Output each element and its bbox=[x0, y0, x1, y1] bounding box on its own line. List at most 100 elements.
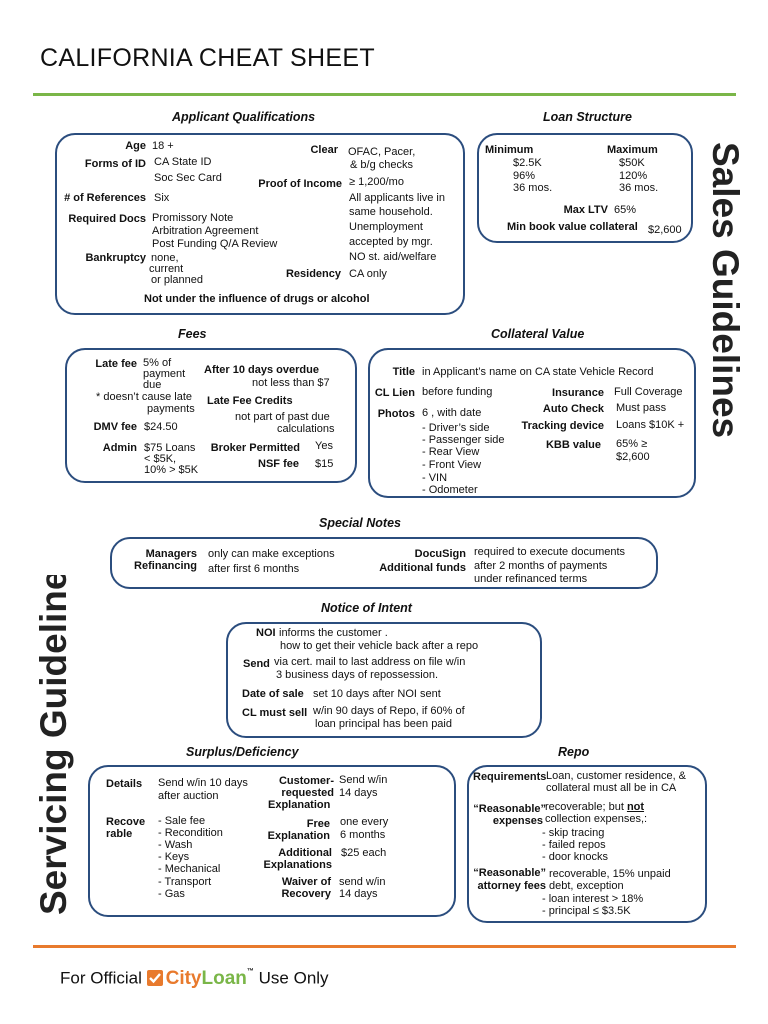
photos-item: - Passenger side bbox=[422, 434, 505, 446]
recoverable-item: - Mechanical bbox=[158, 863, 221, 875]
photos-item: - Driver’s side bbox=[422, 422, 490, 434]
insurance-label: Insurance bbox=[552, 387, 604, 399]
min-label: Minimum bbox=[485, 144, 534, 156]
page-title: CALIFORNIA CHEAT SHEET bbox=[40, 44, 375, 72]
servicing-guidelines-svg: Servicing Guidelines bbox=[33, 549, 74, 915]
clear-label: Clear bbox=[310, 144, 338, 156]
reasonable-attorney-label-1: “Reasonable” bbox=[473, 867, 546, 879]
additional-explanations-value: $25 each bbox=[341, 847, 387, 859]
forms-id-value-2: Soc Sec Card bbox=[154, 172, 222, 184]
reasonable-expenses-1: recoverable; but not bbox=[545, 801, 644, 813]
brand-tm: ™ bbox=[246, 968, 254, 975]
waiver-label-1: Waiver of bbox=[281, 876, 331, 888]
details-2: after auction bbox=[158, 790, 219, 802]
cl-lien-value: before funding bbox=[422, 386, 493, 398]
sales-guidelines-text: Sales Guidelines bbox=[705, 142, 745, 438]
kbb-1: 65% ≥ bbox=[616, 438, 648, 450]
date-of-sale-label: Date of sale bbox=[242, 688, 304, 700]
after-10-days-value: not less than $7 bbox=[252, 377, 330, 389]
min-1: $2.5K bbox=[513, 157, 542, 169]
special-box bbox=[110, 537, 658, 589]
additional-explanations-label-1: Additional bbox=[278, 847, 332, 859]
free-explanation-1: one every bbox=[340, 816, 389, 828]
book-label: Min book value collateral bbox=[507, 221, 638, 233]
brand-city: City bbox=[165, 968, 202, 989]
late-fee-1: 5% of bbox=[143, 357, 172, 369]
funds-1: after 2 months of payments bbox=[474, 560, 608, 572]
servicing-guidelines-label: Servicing Guidelines bbox=[26, 549, 76, 915]
nsf-value: $15 bbox=[315, 458, 334, 470]
income-1: ≥ 1,200/mo bbox=[349, 176, 404, 188]
cl-must-sell-1: w/in 90 days of Repo, if 60% of bbox=[313, 705, 465, 717]
customer-requested-1: Send w/in bbox=[339, 774, 388, 786]
recoverable-label-1: Recove bbox=[106, 816, 146, 828]
income-label: Proof of Income bbox=[258, 178, 342, 190]
additional-funds-label: Additional funds bbox=[379, 562, 466, 574]
footer-prefix: For Official bbox=[60, 968, 142, 988]
auto-check-label: Auto Check bbox=[542, 403, 604, 415]
send-2: 3 business days of repossession. bbox=[276, 669, 439, 681]
details-1: Send w/in 10 days bbox=[158, 777, 248, 789]
dmv-label: DMV fee bbox=[93, 421, 137, 433]
bankruptcy-label: Bankruptcy bbox=[85, 252, 146, 264]
nsf-label: NSF fee bbox=[258, 458, 299, 470]
income-2: All applicants live in bbox=[349, 192, 445, 204]
cl-must-sell-2: loan principal has been paid bbox=[315, 718, 452, 730]
income-4: Unemployment bbox=[349, 221, 423, 233]
surplus-box bbox=[88, 765, 456, 917]
funds-2: under refinanced terms bbox=[474, 573, 588, 585]
after-10-days-label: After 10 days overdue bbox=[204, 364, 319, 376]
customer-requested-label-3: Explanation bbox=[268, 799, 331, 811]
tracking-value: Loans $10K + bbox=[616, 419, 685, 431]
required-docs-1: Promissory Note bbox=[152, 212, 234, 224]
managers-2: after first 6 months bbox=[208, 563, 300, 575]
special-header: Special Notes bbox=[319, 516, 401, 530]
send-1: via cert. mail to last address on file w… bbox=[274, 656, 466, 668]
expenses-item: - failed repos bbox=[542, 839, 606, 851]
customer-requested-label-1: Customer- bbox=[278, 775, 334, 787]
noi-2: how to get their vehicle back after a re… bbox=[280, 640, 479, 652]
collateral-box bbox=[368, 348, 696, 498]
late-fee-2: payment bbox=[143, 368, 186, 380]
surplus-header: Surplus/Deficiency bbox=[186, 745, 299, 759]
photos-item: - Odometer bbox=[422, 484, 478, 496]
late-note-1: * doesn’t cause late bbox=[96, 391, 193, 403]
noi-1: informs the customer . bbox=[279, 627, 388, 639]
cl-lien-label: CL Lien bbox=[374, 387, 415, 399]
additional-explanations-label-2: Explanations bbox=[263, 859, 332, 871]
waiver-1: send w/in bbox=[339, 876, 386, 888]
applicant-header: Applicant Qualifications bbox=[172, 110, 316, 124]
noi-label: NOI bbox=[256, 627, 276, 639]
income-5: accepted by mgr. bbox=[349, 236, 433, 248]
waiver-label-2: Recovery bbox=[281, 888, 331, 900]
reasonable-expenses-2: collection expenses,: bbox=[545, 813, 648, 825]
reasonable-attorney-label-2: attorney fees bbox=[477, 880, 546, 892]
repo-header: Repo bbox=[558, 745, 590, 759]
age-label: Age bbox=[125, 140, 146, 152]
collateral-header: Collateral Value bbox=[491, 327, 585, 341]
late-fee-label: Late fee bbox=[95, 358, 137, 370]
late-note-2: payments bbox=[147, 403, 195, 415]
photos-item: - Rear View bbox=[422, 446, 480, 458]
details-label: Details bbox=[106, 778, 143, 790]
expenses-item: - skip tracing bbox=[542, 827, 605, 839]
fees-header: Fees bbox=[178, 327, 207, 341]
dmv-value: $24.50 bbox=[144, 421, 178, 433]
requirements-2: collateral must all be in CA bbox=[546, 782, 677, 794]
footer: For Official CityLoan™ Use Only bbox=[60, 968, 329, 990]
max-3: 36 mos. bbox=[619, 182, 659, 194]
recoverable-item: - Gas bbox=[158, 888, 185, 900]
references-label: # of References bbox=[64, 192, 146, 204]
kbb-label: KBB value bbox=[545, 439, 601, 451]
attorney-1: recoverable, 15% unpaid bbox=[549, 868, 671, 880]
requirements-label: Requirements bbox=[473, 771, 547, 783]
admin-3: 10% > $5K bbox=[144, 464, 199, 476]
title-value: in Applicant’s name on CA state Vehicle … bbox=[422, 366, 654, 378]
loan-header: Loan Structure bbox=[543, 110, 632, 124]
customer-requested-label-2: requested bbox=[281, 787, 334, 799]
loan-box bbox=[477, 133, 693, 243]
free-explanation-2: 6 months bbox=[340, 829, 386, 841]
photos-label: Photos bbox=[377, 408, 415, 420]
max-1: $50K bbox=[619, 157, 645, 169]
photos-item: - VIN bbox=[422, 472, 448, 484]
